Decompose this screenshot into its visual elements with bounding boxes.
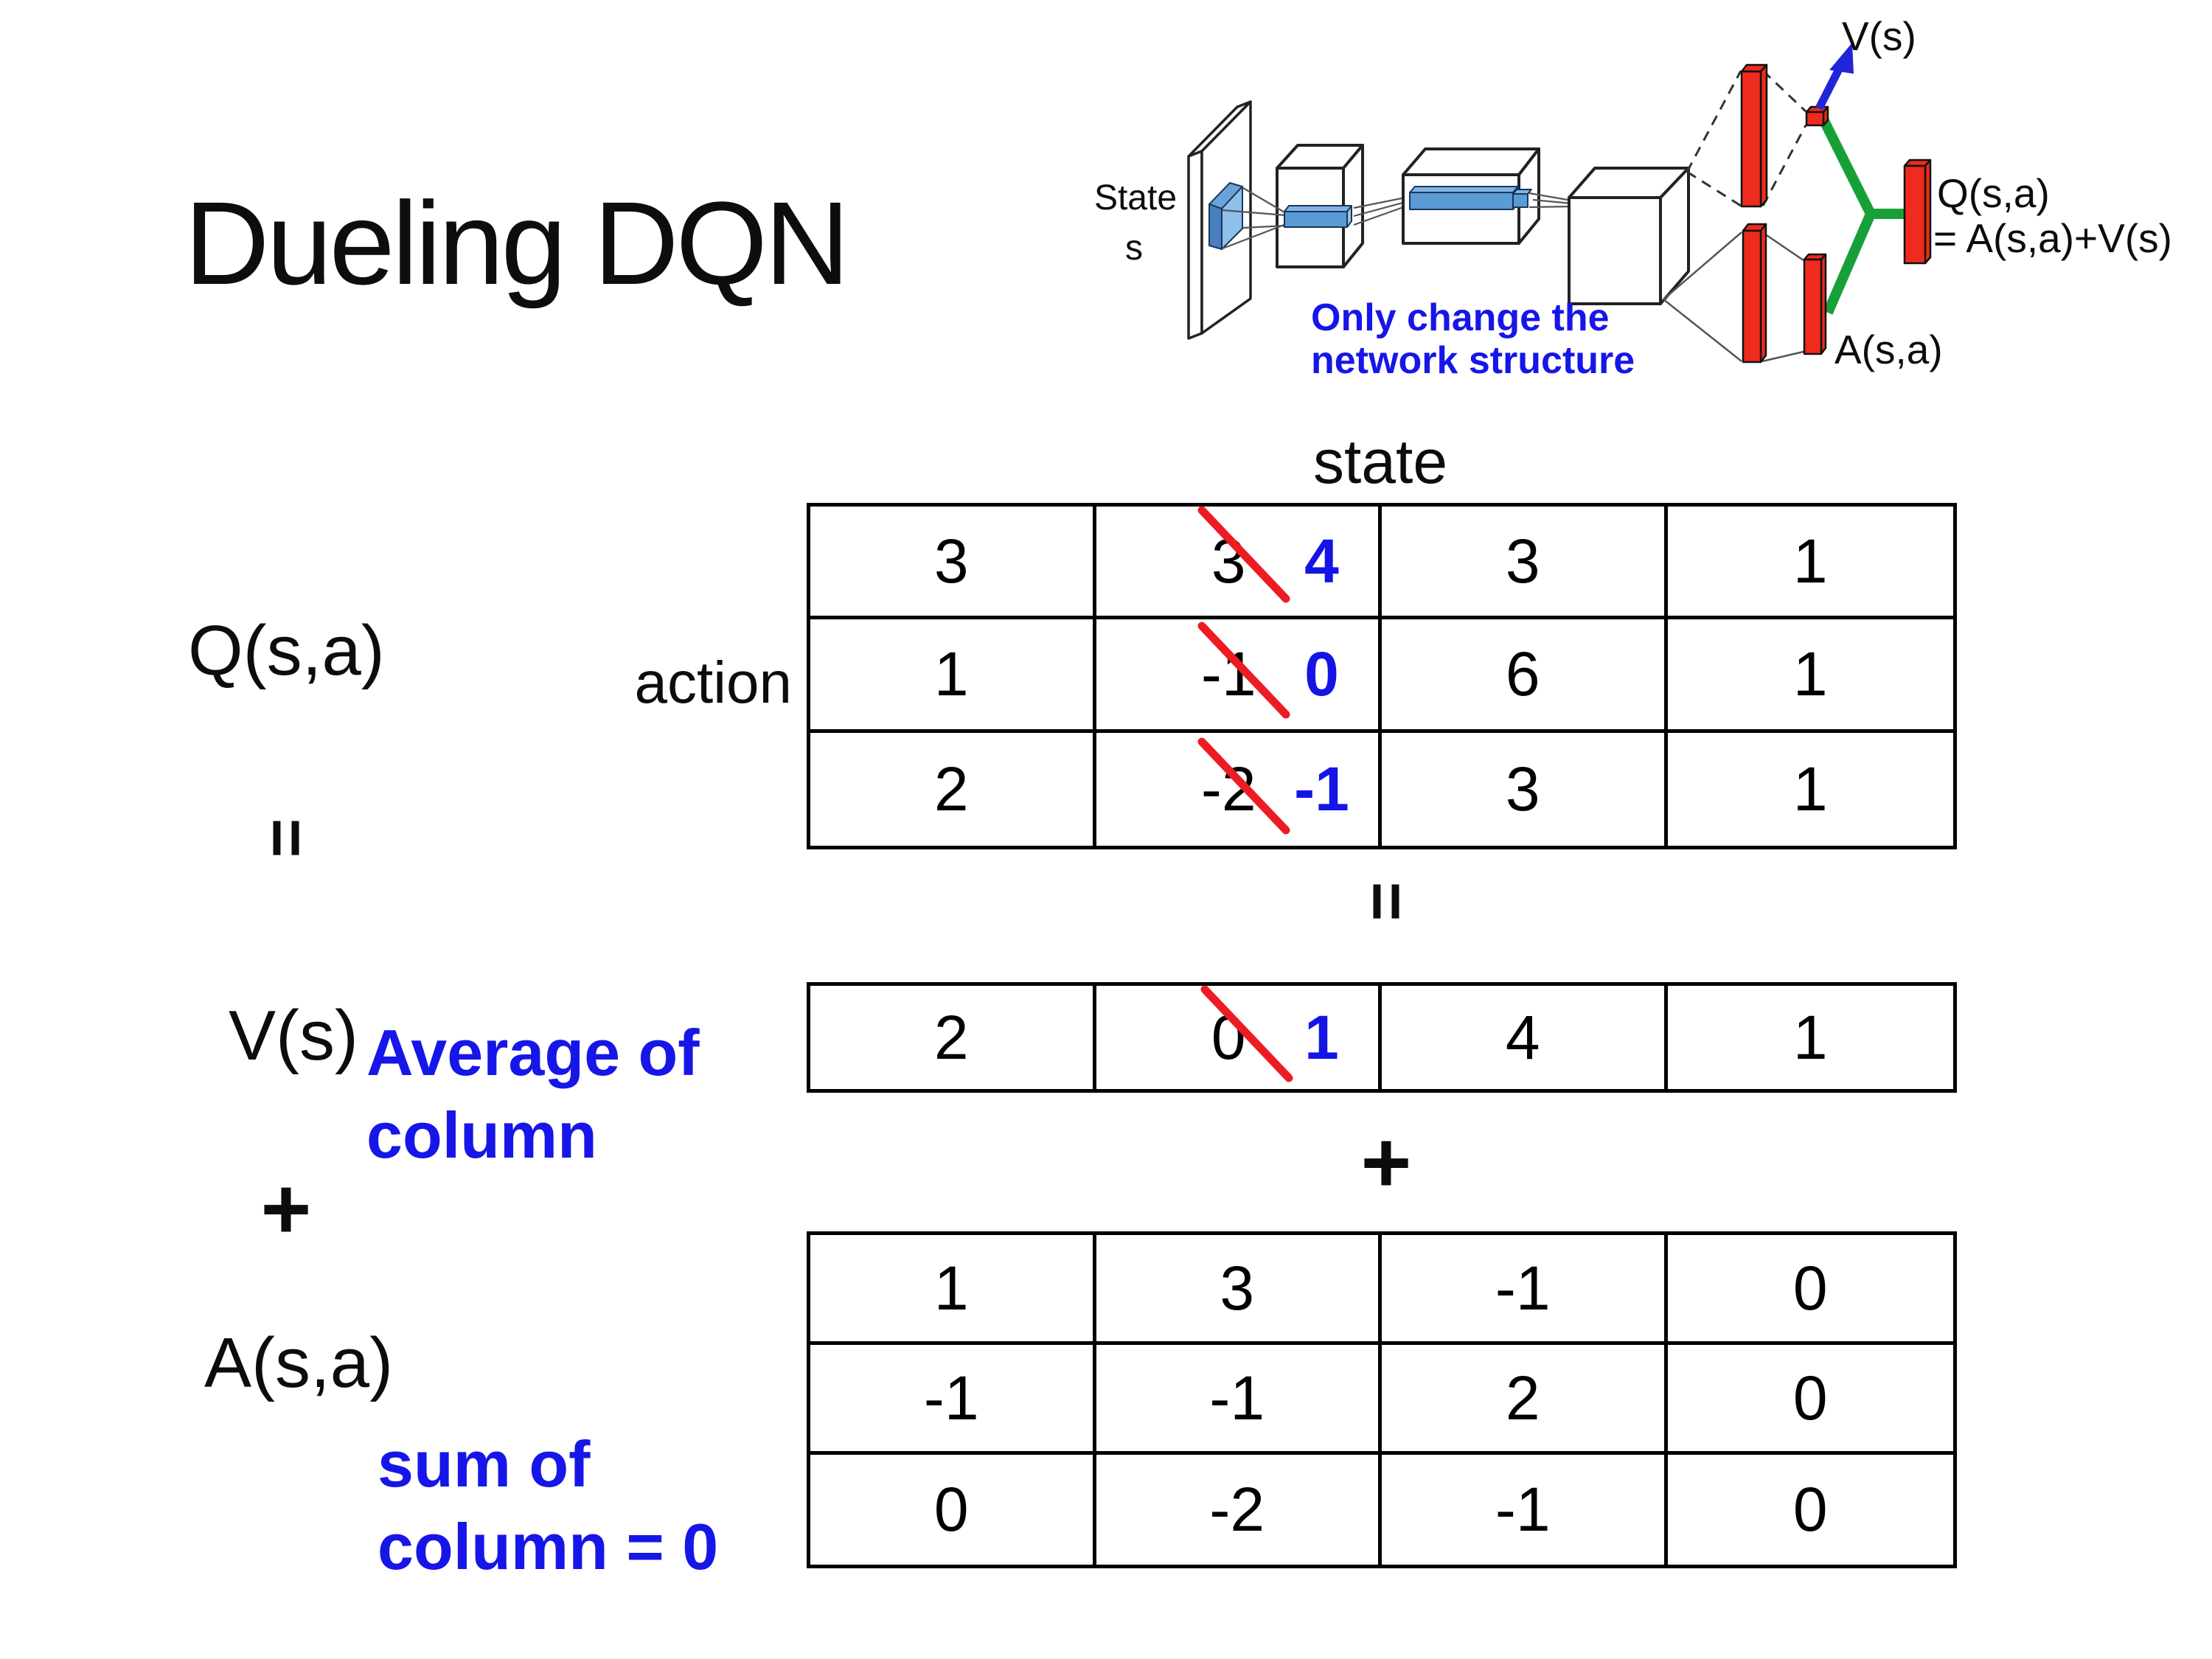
average-note-line1: Average of <box>366 1016 700 1089</box>
diagram-a-label: A(s,a) <box>1834 327 1943 372</box>
conv-box-2 <box>1402 147 1540 245</box>
advantage-stream-bar <box>1742 223 1767 364</box>
connection-fan-2 <box>1353 196 1406 226</box>
dashed-value-stream-links <box>1686 69 1807 207</box>
table-cell: -1 <box>810 1345 1096 1455</box>
value-output-node <box>1805 105 1829 127</box>
value-stream-bar <box>1740 63 1768 208</box>
table-cell: 2 <box>810 986 1096 1089</box>
old-value: 3 <box>1211 526 1246 596</box>
sum-of-column-note: sum of column = 0 <box>378 1423 718 1588</box>
slide-title: Dueling DQN <box>184 177 850 309</box>
table-cell: 1 <box>810 619 1096 733</box>
new-value: -1 <box>1294 754 1349 824</box>
connection-fan-1 <box>1222 187 1287 250</box>
table-cell: 1 <box>1667 507 1953 620</box>
plus-sign-left: + <box>242 1161 330 1258</box>
table-cell: 3 <box>1382 732 1668 846</box>
a-matrix-label: A(s,a) <box>204 1324 394 1402</box>
v-output-arrow <box>1815 43 1854 111</box>
fc-layer-bars <box>1740 63 1932 364</box>
diagram-v-label: V(s) <box>1842 13 1916 59</box>
table-cell: 0 <box>810 1455 1096 1565</box>
table-cell-crossed: -1 0 <box>1096 619 1382 733</box>
sum-note-line1: sum of <box>378 1427 591 1500</box>
rotated-equals-glyph: = <box>248 818 324 858</box>
feature-bar-1 <box>1284 205 1352 228</box>
table-cell: 3 <box>1096 1235 1382 1345</box>
table-cell: 1 <box>810 1235 1096 1345</box>
input-patch <box>1208 182 1243 250</box>
feature-bar-2 <box>1409 186 1532 210</box>
table-cell: 3 <box>810 507 1096 620</box>
old-value: -2 <box>1200 754 1256 824</box>
input-plate <box>1187 100 1252 340</box>
conv-box-1 <box>1276 144 1364 268</box>
q-value-table: 3 3 4 3 1 1 -1 0 6 1 2 -2 -1 3 1 <box>807 503 1957 849</box>
old-value: 0 <box>1211 1002 1246 1072</box>
plus-glyph: + <box>260 1161 312 1258</box>
v-value-table: 2 0 1 4 1 <box>807 982 1957 1093</box>
table-cell: 6 <box>1382 619 1668 733</box>
diagram-q-label: Q(s,a) <box>1937 170 2050 216</box>
new-value: 1 <box>1304 1002 1339 1072</box>
new-value: 4 <box>1304 526 1339 596</box>
average-of-column-note: Average of column <box>366 1012 700 1177</box>
advantage-table: 1 3 -1 0 -1 -1 2 0 0 -2 -1 0 <box>807 1231 1957 1568</box>
average-note-line2: column <box>366 1098 597 1172</box>
table-cell: 0 <box>1792 1475 1828 1544</box>
new-value: 0 <box>1304 639 1339 709</box>
advantage-output-bar <box>1803 253 1827 355</box>
table-cell-crossed: -2 -1 <box>1096 732 1382 846</box>
table-cell: 3 <box>1382 507 1668 620</box>
table-cell: 1 <box>1667 619 1953 733</box>
plus-sign-center: + <box>1342 1114 1430 1211</box>
table-cell: 2 <box>810 732 1096 846</box>
diagram-note-line1: Only change the <box>1311 296 1610 339</box>
table-cell: 2 <box>1382 1345 1668 1455</box>
q-matrix-label: Q(s,a) <box>188 611 385 690</box>
q-output-bar <box>1903 159 1932 265</box>
advantage-stream-links <box>1663 231 1804 363</box>
connection-fan-3 <box>1528 192 1573 209</box>
table-cell-crossed: 0 1 <box>1096 986 1382 1089</box>
action-axis-label: action <box>634 650 792 715</box>
table-cell: -1 <box>1382 1235 1668 1345</box>
table-cell: -1 <box>1382 1455 1668 1565</box>
table-cell-crossed: 3 4 <box>1096 507 1382 620</box>
aggregation-branch <box>1819 118 1907 315</box>
diagram-state-label: State <box>1094 178 1177 218</box>
table-cell: 0 <box>1667 1345 1953 1455</box>
table-cell: 1 <box>1792 754 1828 824</box>
old-value: -1 <box>1200 639 1256 709</box>
diagram-q-formula: = A(s,a)+V(s) <box>1933 215 2172 261</box>
equals-sign-left: = <box>242 793 330 882</box>
plus-glyph: + <box>1360 1114 1412 1211</box>
diagram-state-s: s <box>1125 229 1143 268</box>
equals-sign-center: = <box>1342 857 1430 945</box>
diagram-note-line2: network structure <box>1311 339 1635 382</box>
table-cell: 0 <box>1667 1235 1953 1345</box>
conv-box-3 <box>1568 167 1690 305</box>
v-matrix-label: V(s) <box>229 996 358 1075</box>
state-axis-label: state <box>1312 427 1448 496</box>
table-cell: -1 <box>1096 1345 1382 1455</box>
rotated-equals-glyph: = <box>1349 881 1425 921</box>
sum-note-line2: column = 0 <box>378 1509 719 1583</box>
table-cell: -2 <box>1096 1455 1382 1565</box>
table-cell: 1 <box>1792 1002 1828 1072</box>
table-cell: 4 <box>1382 986 1668 1089</box>
